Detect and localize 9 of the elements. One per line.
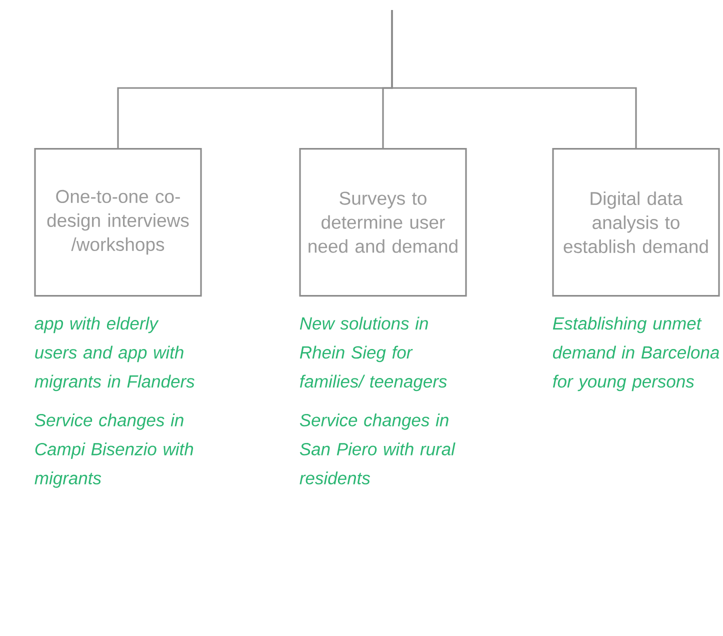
caption-text: Service changes in San Piero with rural residents: [300, 414, 456, 484]
caption-text: New solutions in Rhein Sieg for families/ teenagers: [300, 316, 447, 392]
caption-text: Service changes in Campi Bisenzio with migrants: [34, 414, 194, 488]
caption-text: Establishing unmet demand in Barcelona for young persons: [552, 316, 720, 392]
connector-line: [391, 10, 637, 148]
caption-text: app with elderly users and app with migrants in Flanders: [34, 316, 194, 392]
process-box: Digital data analysis to establish demand: [552, 148, 720, 297]
process-box: Surveys to determine user need and demand: [299, 148, 467, 297]
process-box: One-to-one co-design interviews /workshops: [34, 148, 202, 297]
